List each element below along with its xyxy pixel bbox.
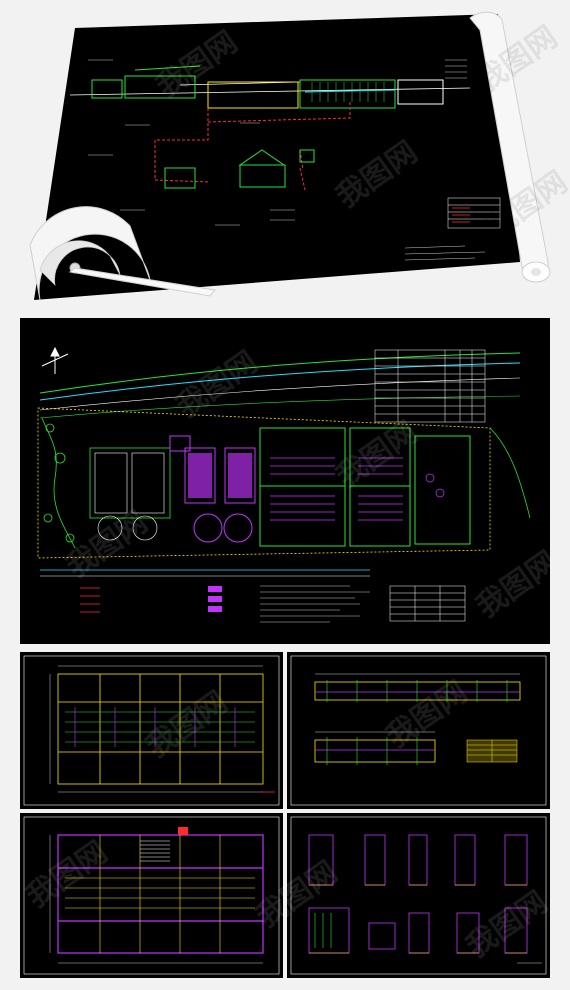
site-plan-drawing	[20, 318, 550, 644]
detail-sections-drawing	[287, 813, 550, 978]
structural-plan-drawing	[20, 813, 283, 978]
tank-plan-drawing	[20, 652, 283, 809]
process-flow-svg	[29, 11, 551, 301]
protractor-icon	[29, 206, 216, 301]
site-plan-svg	[37, 346, 531, 623]
north-arrow-icon	[41, 346, 69, 374]
process-flow-drawing	[0, 0, 570, 305]
section-elevation-drawing	[287, 652, 550, 809]
